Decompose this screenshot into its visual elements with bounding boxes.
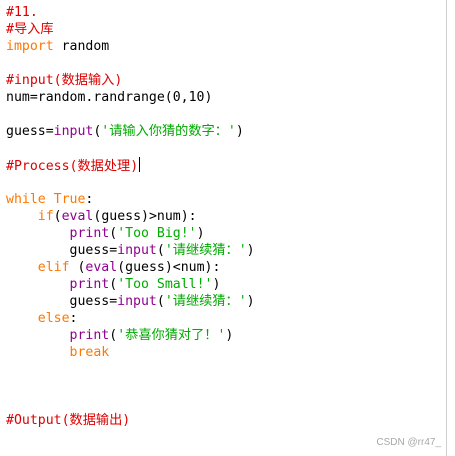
code-token-default: (: [69, 260, 86, 275]
code-line-17[interactable]: print('Too Small!'): [6, 276, 255, 293]
editor-right-border: [446, 0, 447, 456]
code-token-string: '请继续猜：': [164, 243, 247, 258]
code-token-keyword: if: [37, 209, 54, 224]
code-token-string: '请继续猜：': [164, 294, 247, 309]
code-token-default: [6, 209, 38, 224]
code-token-default: [6, 260, 38, 275]
code-token-comment: #Output(数据输出): [6, 413, 131, 428]
code-token-string: '请输入你猜的数字：': [101, 124, 236, 139]
code-token-default: (: [109, 226, 118, 241]
code-token-default: ): [246, 243, 255, 258]
code-token-string: 'Too Small!': [117, 277, 213, 292]
code-line-10[interactable]: #Process(数据处理): [6, 157, 255, 174]
code-token-default: guess=: [6, 294, 118, 309]
code-token-keyword: else: [37, 311, 70, 326]
code-line-12[interactable]: while True:: [6, 191, 255, 208]
code-token-default: [6, 311, 38, 326]
code-token-default: (: [109, 328, 118, 343]
code-token-default: ): [196, 226, 205, 241]
code-line-16[interactable]: elif (eval(guess)<num):: [6, 259, 255, 276]
code-token-default: [6, 226, 70, 241]
code-token-string: 'Too Big!': [117, 226, 197, 241]
code-line-23[interactable]: [6, 378, 255, 395]
code-line-5[interactable]: #input(数据输入): [6, 72, 255, 89]
code-token-comment: #Process(数据处理): [6, 159, 139, 174]
code-token-builtin: eval: [61, 209, 94, 224]
code-token-default: (: [53, 209, 62, 224]
code-token-builtin: input: [53, 124, 94, 139]
code-token-default: ): [235, 124, 244, 139]
code-line-25[interactable]: #Output(数据输出): [6, 412, 255, 429]
code-token-default: (: [93, 124, 102, 139]
code-line-3[interactable]: import random: [6, 38, 255, 55]
code-token-default: ): [225, 328, 234, 343]
code-token-default: ): [246, 294, 255, 309]
code-token-default: [6, 328, 70, 343]
code-token-default: (: [156, 243, 165, 258]
code-token-keyword: elif: [37, 260, 70, 275]
code-token-default: [46, 192, 54, 207]
code-line-21[interactable]: break: [6, 344, 255, 361]
code-token-default: (guess)>num):: [93, 209, 197, 224]
code-token-default: [6, 277, 70, 292]
code-line-2[interactable]: #导入库: [6, 21, 255, 38]
code-line-6[interactable]: num=random.randrange(0,10): [6, 89, 255, 106]
code-token-string: '恭喜你猜对了！': [117, 328, 226, 343]
code-line-19[interactable]: else:: [6, 310, 255, 327]
watermark-text: CSDN @rr47_: [376, 437, 441, 448]
code-line-24[interactable]: [6, 395, 255, 412]
code-token-default: guess=: [6, 124, 54, 139]
code-token-default: :: [85, 192, 94, 207]
code-token-keyword: while: [6, 192, 46, 207]
code-token-keyword: import: [6, 39, 54, 54]
code-line-13[interactable]: if(eval(guess)>num):: [6, 208, 255, 225]
code-line-20[interactable]: print('恭喜你猜对了！'): [6, 327, 255, 344]
code-token-default: [6, 345, 70, 360]
code-line-18[interactable]: guess=input('请继续猜：'): [6, 293, 255, 310]
code-token-comment: #input(数据输入): [6, 73, 123, 88]
code-line-11[interactable]: [6, 174, 255, 191]
code-token-default: ): [212, 277, 221, 292]
code-token-builtin: input: [117, 243, 157, 258]
code-token-builtin: print: [69, 277, 110, 292]
code-token-default: guess=: [6, 243, 118, 258]
code-token-keyword: break: [69, 345, 110, 360]
code-token-default: (guess)<num):: [117, 260, 221, 275]
code-line-9[interactable]: [6, 140, 255, 157]
code-line-14[interactable]: print('Too Big!'): [6, 225, 255, 242]
code-token-builtin: eval: [85, 260, 118, 275]
code-token-default: (: [109, 277, 118, 292]
code-token-comment: #11.: [6, 5, 38, 20]
code-line-7[interactable]: [6, 106, 255, 123]
code-token-builtin: print: [69, 328, 110, 343]
code-line-22[interactable]: [6, 361, 255, 378]
code-token-builtin: print: [69, 226, 110, 241]
code-line-1[interactable]: #11.: [6, 4, 255, 21]
code-token-default: random: [53, 39, 110, 54]
text-cursor: [139, 157, 141, 172]
code-line-8[interactable]: guess=input('请输入你猜的数字：'): [6, 123, 255, 140]
code-token-default: :: [69, 311, 78, 326]
code-token-keyword: True: [53, 192, 86, 207]
code-token-comment: #导入库: [6, 22, 54, 37]
code-line-4[interactable]: [6, 55, 255, 72]
code-token-default: num=random.randrange(0,10): [6, 90, 213, 105]
code-token-default: (: [156, 294, 165, 309]
code-token-builtin: input: [117, 294, 157, 309]
code-line-15[interactable]: guess=input('请继续猜：'): [6, 242, 255, 259]
